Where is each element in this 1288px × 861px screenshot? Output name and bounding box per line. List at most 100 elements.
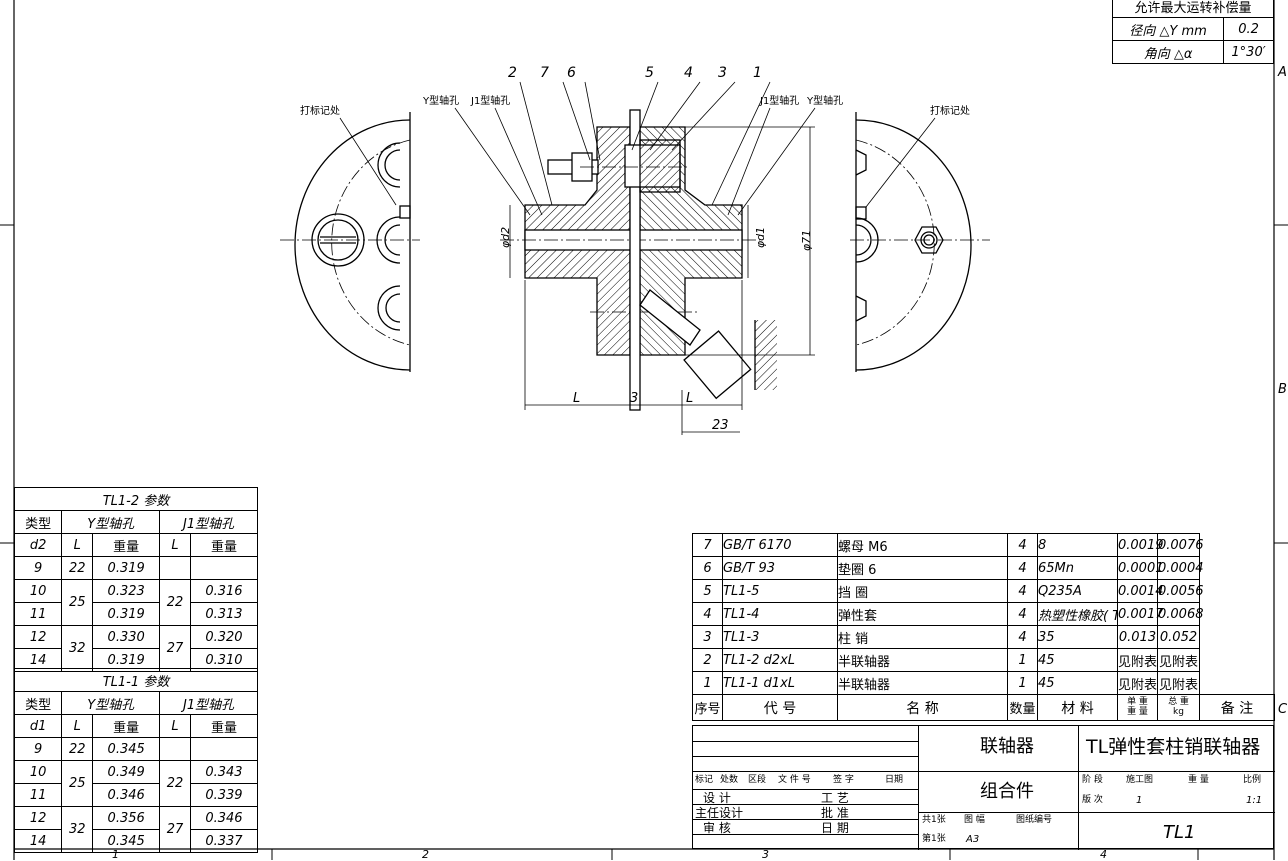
sign-zone: 区段: [748, 775, 767, 785]
drawing-no: TL1: [1163, 822, 1196, 843]
bom-no: 5: [692, 579, 723, 603]
bom-unit-weight: 0.0014: [1117, 579, 1164, 603]
bom-total-weight: 见附表: [1157, 671, 1200, 695]
bom-name: 半联轴器: [837, 671, 1008, 695]
bom-note: [1200, 557, 1275, 580]
table-cell: 27: [159, 806, 191, 853]
bom-code: GB/T 6170: [722, 533, 838, 557]
j1-hole-label-right: J1型轴孔: [760, 96, 800, 107]
bom-code: TL1-1 d1xL: [722, 671, 838, 695]
bom-header-total-weight: 总 重: [1168, 696, 1189, 707]
dim-gap: 3: [630, 391, 639, 406]
format-value: A3: [966, 834, 980, 845]
mark-label-left: 打标记处: [300, 106, 340, 117]
bom-note: [1200, 672, 1275, 695]
mark-label-right: 打标记处: [930, 106, 970, 117]
table-cell: 32: [61, 625, 94, 672]
bom-name: 挡 圈: [837, 579, 1008, 603]
bom-header-no: 序号: [692, 694, 723, 721]
param-sub-l2: L: [159, 533, 191, 557]
y-hole-label-left: Y型轴孔: [423, 96, 460, 107]
zone-number-2: 2: [422, 848, 429, 861]
sign-sign: 签 字: [833, 775, 854, 785]
weight-label: 重 量: [1188, 775, 1209, 785]
bom-material: 65Mn: [1037, 556, 1118, 580]
param-sub-weight2: 重量: [189, 714, 259, 738]
table-cell: [159, 737, 191, 761]
bom-no: 6: [692, 556, 723, 580]
callout-2: 2: [508, 65, 517, 81]
sign-check: 审 核: [703, 821, 731, 835]
callout-7: 7: [540, 65, 549, 81]
sign-design: 设 计: [703, 791, 731, 805]
scale-label: 比例: [1243, 775, 1262, 785]
j1-hole-label-left: J1型轴孔: [471, 96, 511, 107]
bom-material: 热塑性橡胶( TPE): [1037, 602, 1118, 626]
param-header-y: Y型轴孔: [61, 691, 161, 715]
table-cell: 22: [159, 579, 191, 626]
bom-qty: 1: [1007, 671, 1038, 695]
title-block: 标记 处数 区段 文 件 号 签 字 日期 设 计 工 艺 主任设计 批 准 审…: [692, 725, 1275, 850]
section-view: [454, 81, 816, 435]
bom-name: 半联轴器: [837, 648, 1008, 672]
table-cell: [189, 556, 259, 580]
bom-note: [1200, 649, 1275, 672]
bom-header-qty: 数量: [1007, 694, 1038, 721]
radial-label: 径向 △Y mm: [1111, 17, 1225, 41]
bom-unit-weight: 0.013: [1117, 625, 1158, 649]
drawing-title: TL弹性套柱销联轴器: [1086, 736, 1261, 758]
bom-qty: 4: [1007, 602, 1038, 626]
param-header-type: 类型: [13, 510, 63, 534]
bom-code: TL1-5: [722, 579, 838, 603]
table-cell: 11: [13, 783, 63, 807]
table-cell: 22: [159, 760, 191, 807]
bom-header-weight: 重 量: [1127, 706, 1148, 717]
bom-unit-weight: 见附表: [1117, 648, 1158, 672]
drawing-no-label: 图纸编号: [1016, 815, 1053, 825]
bom-header-kg: kg: [1173, 706, 1184, 717]
param-table-title: TL1-2 参数: [14, 487, 258, 511]
param-sub-weight: 重量: [92, 533, 161, 557]
table-cell: 22: [61, 556, 94, 580]
zone-number-3: 3: [762, 848, 769, 861]
sign-count: 处数: [720, 775, 739, 785]
zone-number-4: 4: [1100, 848, 1107, 861]
table-cell: 11: [13, 602, 63, 626]
scale-value: 1:1: [1246, 795, 1263, 806]
dim-l-left: L: [573, 391, 581, 406]
bom-name: 弹性套: [837, 602, 1008, 626]
bom-material: 45: [1037, 648, 1118, 672]
bom-material: 45: [1037, 671, 1118, 695]
bom-total-weight: 0.052: [1157, 625, 1200, 649]
dim-23: 23: [712, 418, 729, 433]
angular-value: 1°30′: [1223, 40, 1274, 64]
bom-no: 4: [692, 602, 723, 626]
bom-material: Q235A: [1037, 579, 1118, 603]
table-cell: [159, 556, 191, 580]
bom-unit-weight: 见附表: [1117, 671, 1158, 695]
bom-qty: 4: [1007, 579, 1038, 603]
param-table-title: TL1-1 参数: [14, 668, 258, 692]
table-cell: 9: [13, 556, 63, 580]
table-cell: 25: [61, 760, 94, 807]
bom-unit-weight: 0.0019: [1117, 533, 1164, 557]
param-sub-l2: L: [159, 714, 191, 738]
table-cell: [189, 737, 259, 761]
bom-qty: 4: [1007, 556, 1038, 580]
bom-name: 垫圈 6: [837, 556, 1008, 580]
bom-no: 2: [692, 648, 723, 672]
bom-name: 柱 销: [837, 625, 1008, 649]
zone-letter-b: B: [1278, 382, 1287, 397]
bom-header-name: 名 称: [837, 694, 1008, 721]
compensation-title: 允许最大运转补偿量: [1112, 0, 1274, 18]
sign-mark: 标记: [695, 775, 714, 785]
table-cell: 32: [61, 806, 94, 853]
table-cell: 10: [13, 579, 63, 603]
bom-unit-weight: 0.0001: [1117, 556, 1164, 580]
right-end-view: [850, 112, 990, 372]
table-cell: 22: [61, 737, 94, 761]
bom-code: TL1-2 d2xL: [722, 648, 838, 672]
bom-material: 35: [1037, 625, 1118, 649]
